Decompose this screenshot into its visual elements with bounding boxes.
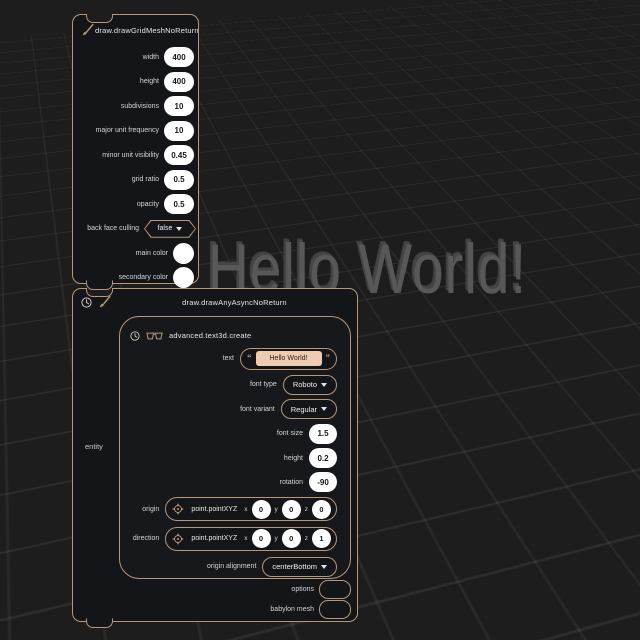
minor-unit-visibility-input[interactable]: 0.45: [164, 145, 194, 166]
node-title: draw.drawGridMeshNoReturn: [95, 25, 199, 35]
field-label: height: [139, 78, 159, 86]
vector-type-label: point.pointXYZ: [191, 505, 238, 513]
text-input[interactable]: Hello World!: [255, 351, 322, 366]
field-label: subdivisions: [120, 102, 159, 110]
font-size-input[interactable]: 1.5: [309, 423, 337, 444]
field-label: main color: [135, 249, 168, 257]
width-input[interactable]: 400: [164, 47, 194, 68]
subdivisions-input[interactable]: 10: [164, 96, 194, 117]
node-draw-grid-mesh[interactable]: draw.drawGridMeshNoReturn width 400 heig…: [72, 14, 199, 290]
major-unit-frequency-input[interactable]: 10: [164, 120, 194, 141]
node-bottom-tab: [86, 280, 113, 290]
back-face-culling-dropdown[interactable]: false: [144, 219, 196, 238]
options-port[interactable]: [319, 580, 351, 599]
height-input[interactable]: 0.2: [309, 448, 337, 468]
field-label: font size: [276, 430, 303, 437]
field-label: options: [291, 586, 314, 593]
compass-icon: [171, 502, 185, 516]
field-label: origin: [142, 505, 160, 513]
clock-icon: [130, 330, 140, 341]
font-type-dropdown[interactable]: Roboto: [282, 374, 337, 395]
paintbrush-icon: [98, 295, 112, 309]
height-input[interactable]: 400: [164, 71, 194, 92]
options-output-row: options: [291, 580, 351, 599]
direction-y-input[interactable]: 0: [281, 529, 301, 548]
axis-label: y: [274, 535, 278, 542]
field-label: height: [283, 454, 303, 462]
clock-icon: [81, 296, 92, 308]
axis-label: x: [244, 535, 248, 542]
compass-icon: [171, 532, 185, 546]
secondary-color-swatch[interactable]: [173, 267, 194, 289]
axis-label: x: [244, 505, 248, 513]
field-label: width: [142, 53, 159, 61]
text-input-wrapper: “ Hello World! ”: [240, 347, 337, 370]
chevron-down-icon: [321, 382, 327, 387]
direction-x-input[interactable]: 0: [251, 529, 271, 548]
vector-type-label: point.pointXYZ: [191, 535, 238, 542]
dropdown-value: false: [157, 225, 173, 233]
origin-z-input[interactable]: 0: [312, 499, 331, 519]
close-quote: ”: [325, 353, 331, 363]
field-label: rotation: [279, 478, 303, 486]
node-bottom-tab: [86, 618, 113, 628]
axis-label: z: [304, 505, 308, 513]
node-title: draw.drawAnyAsyncNoReturn: [182, 297, 287, 307]
axis-label: z: [304, 535, 308, 542]
origin-x-input[interactable]: 0: [251, 499, 271, 519]
open-quote: “: [247, 353, 252, 363]
font-variant-dropdown[interactable]: Regular: [280, 399, 337, 419]
direction-vector-input[interactable]: point.pointXYZ x 0 y 0 z 1: [165, 526, 337, 551]
entity-port-label: entity: [85, 442, 103, 451]
rotation-input[interactable]: -90: [309, 472, 337, 492]
origin-alignment-dropdown[interactable]: centerBottom: [262, 556, 337, 577]
node-text3d-create[interactable]: advanced.text3d.create text “ Hello Worl…: [119, 316, 351, 579]
origin-vector-input[interactable]: point.pointXYZ x 0 y 0 z 0: [165, 497, 337, 521]
babylon-mesh-port[interactable]: [319, 600, 351, 619]
dropdown-value: Regular: [290, 404, 317, 414]
field-label: minor unit visibility: [102, 151, 159, 159]
field-label: opacity: [136, 200, 159, 208]
chevron-down-icon: [321, 564, 327, 569]
chevron-down-icon: [321, 407, 327, 411]
opacity-input[interactable]: 0.5: [164, 194, 194, 215]
field-label: babylon mesh: [270, 606, 314, 613]
field-label: font type: [249, 381, 277, 388]
dropdown-value: Roboto: [292, 380, 317, 389]
axis-label: y: [274, 505, 278, 513]
field-label: major unit frequency: [95, 127, 159, 135]
chevron-down-icon: [176, 226, 183, 231]
paintbrush-icon: [81, 23, 95, 37]
direction-z-input[interactable]: 1: [312, 529, 331, 548]
babylon-mesh-output-row: babylon mesh: [270, 600, 351, 619]
node-top-notch: [86, 14, 113, 23]
node-top-notch: [86, 288, 113, 297]
field-label: font variant: [240, 405, 275, 413]
main-color-swatch[interactable]: [173, 242, 194, 264]
glasses-icon: [146, 331, 163, 341]
origin-y-input[interactable]: 0: [281, 499, 301, 519]
grid-ratio-input[interactable]: 0.5: [164, 169, 194, 190]
field-label: grid ratio: [131, 176, 159, 184]
field-label: back face culling: [87, 225, 139, 233]
dropdown-value: centerBottom: [272, 562, 317, 571]
field-label: direction: [132, 535, 160, 542]
field-label: text: [222, 355, 234, 362]
node-draw-any-async[interactable]: draw.drawAnyAsyncNoReturn entity advance…: [72, 288, 358, 628]
field-label: secondary color: [118, 274, 168, 282]
field-label: origin alignment: [206, 563, 257, 570]
node-title: advanced.text3d.create: [169, 331, 252, 340]
